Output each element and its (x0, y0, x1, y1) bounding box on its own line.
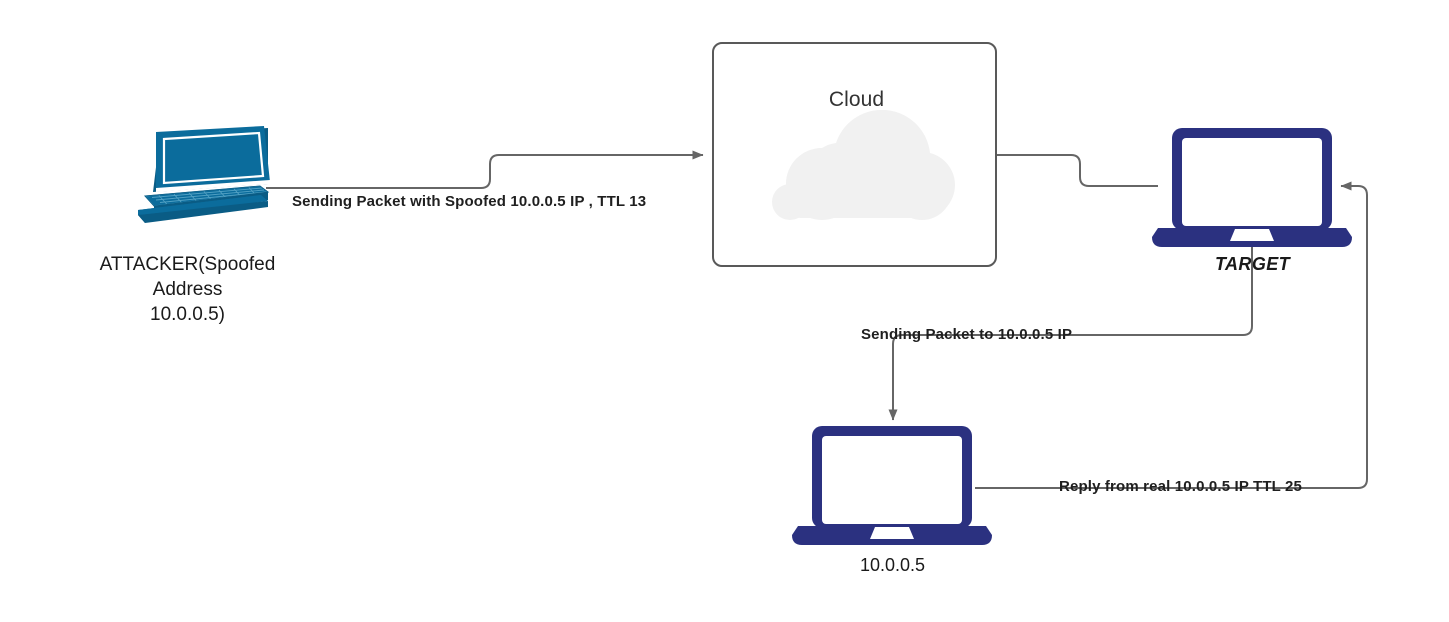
cloud-icon (772, 109, 955, 220)
laptop-icon (792, 426, 992, 545)
attacker-label: ATTACKER(Spoofed Address 10.0.0.5) (99, 254, 276, 325)
victim-label: 10.0.0.5 (859, 555, 926, 575)
edge-label-target-to-victim: Sending Packet to 10.0.0.5 IP (861, 326, 1073, 343)
edge-cloud-to-target (997, 154, 1158, 187)
target-label: TARGET (1214, 254, 1291, 274)
edge-label-victim-to-target: Reply from real 10.0.0.5 IP TTL 25 (1059, 478, 1302, 495)
edge-attacker-to-cloud (266, 150, 704, 189)
edge-label-attacker-to-cloud: Sending Packet with Spoofed 10.0.0.5 IP … (292, 193, 647, 210)
node-cloud[interactable]: Cloud (712, 42, 997, 267)
laptop-isometric-icon (138, 126, 270, 223)
cloud-label: Cloud (828, 88, 885, 111)
laptop-icon (1152, 128, 1352, 247)
